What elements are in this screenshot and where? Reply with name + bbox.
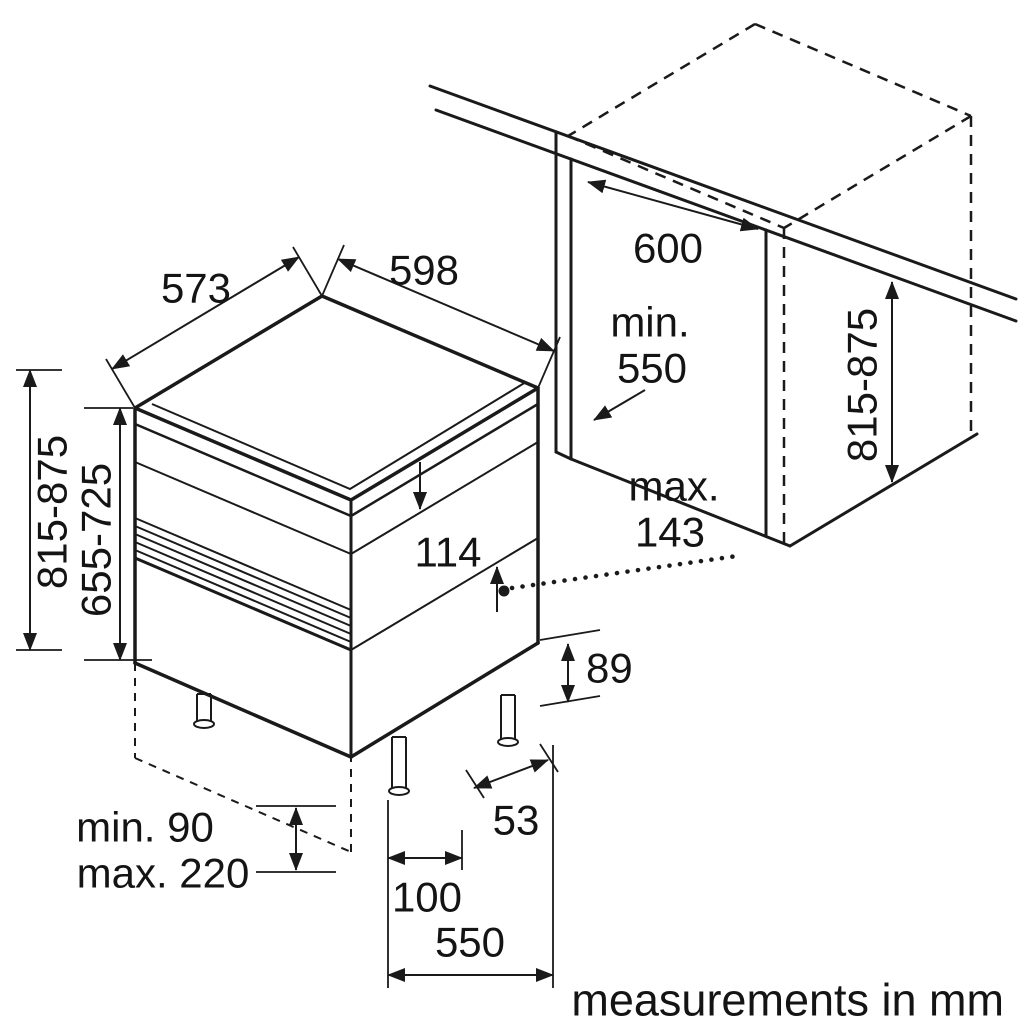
dim-label-top-depth: 573 bbox=[161, 265, 231, 312]
dishwasher-body bbox=[133, 294, 540, 759]
niche-walls bbox=[554, 130, 979, 548]
dim-label-niche-depth-min-word: min. bbox=[610, 299, 689, 346]
dim-label-plinth-min: min. 90 bbox=[76, 804, 214, 851]
dimension-lines bbox=[16, 179, 899, 988]
foot-right bbox=[497, 694, 519, 747]
dim-label-niche-depth-min-value: 550 bbox=[617, 345, 687, 392]
dim-label-plinth-max: max. 220 bbox=[77, 850, 250, 897]
dishwasher-details bbox=[133, 381, 539, 652]
dim-label-base-depth: 550 bbox=[435, 919, 505, 966]
foot-front-left bbox=[193, 693, 215, 729]
dim-label-top-width: 598 bbox=[389, 247, 459, 294]
dim-label-rear-clearance: 89 bbox=[586, 645, 633, 692]
dim-label-door-protrusion-value: 143 bbox=[635, 509, 705, 556]
dim-label-door-protrusion-word: max. bbox=[628, 463, 719, 510]
units-note: measurements in mm bbox=[571, 975, 1004, 1024]
plinth-dashed bbox=[134, 663, 352, 853]
dim-label-appliance-height: 815-875 bbox=[29, 435, 76, 589]
max143-reference-dot bbox=[498, 585, 510, 597]
dimension-labels: 573 598 600 min. 550 815-875 655-725 815… bbox=[29, 225, 886, 966]
appliance-feet bbox=[193, 693, 519, 796]
dim-label-niche-width: 600 bbox=[633, 225, 703, 272]
control-panel-hatch bbox=[134, 517, 352, 643]
dim-label-foot-inset: 100 bbox=[392, 874, 462, 921]
dim-label-front-height: 655-725 bbox=[73, 463, 120, 617]
foot-front bbox=[388, 736, 410, 796]
countertop-edge bbox=[428, 84, 1018, 323]
dim-label-niche-height: 815-875 bbox=[839, 308, 886, 462]
dim-label-panel-height: 114 bbox=[415, 529, 482, 576]
max143-dotted-leader bbox=[509, 553, 740, 591]
dim-label-foot-offset: 53 bbox=[493, 797, 540, 844]
